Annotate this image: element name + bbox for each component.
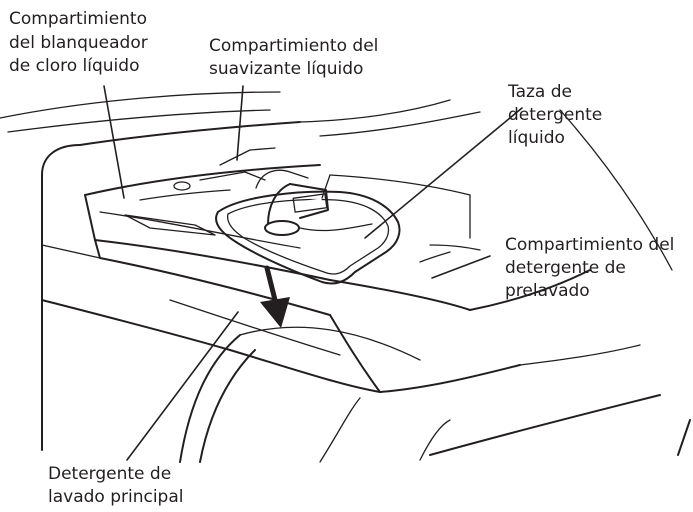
dispenser-drawer bbox=[84, 147, 591, 311]
washer-body bbox=[0, 91, 691, 456]
label-bleach-compartment: Compartimiento del blanqueador de cloro … bbox=[9, 9, 153, 76]
drawer-front bbox=[41, 239, 641, 463]
leader-main-wash bbox=[126, 311, 239, 461]
detergent-cup bbox=[215, 169, 401, 285]
leader-softener bbox=[236, 85, 244, 161]
label-detergent-cup: Taza de detergente líquido bbox=[507, 82, 608, 148]
leader-prewash bbox=[431, 255, 491, 279]
leader-cup bbox=[364, 107, 523, 239]
leader-bleach bbox=[103, 85, 125, 199]
label-softener-compartment: Compartimiento del suavizante líquido bbox=[209, 36, 384, 79]
label-prewash-compartment: Compartimiento del detergente de prelava… bbox=[505, 235, 680, 301]
leader-lines bbox=[103, 85, 523, 461]
down-arrow-icon bbox=[260, 265, 290, 328]
label-main-wash-detergent: Detergente de lavado principal bbox=[48, 464, 184, 507]
